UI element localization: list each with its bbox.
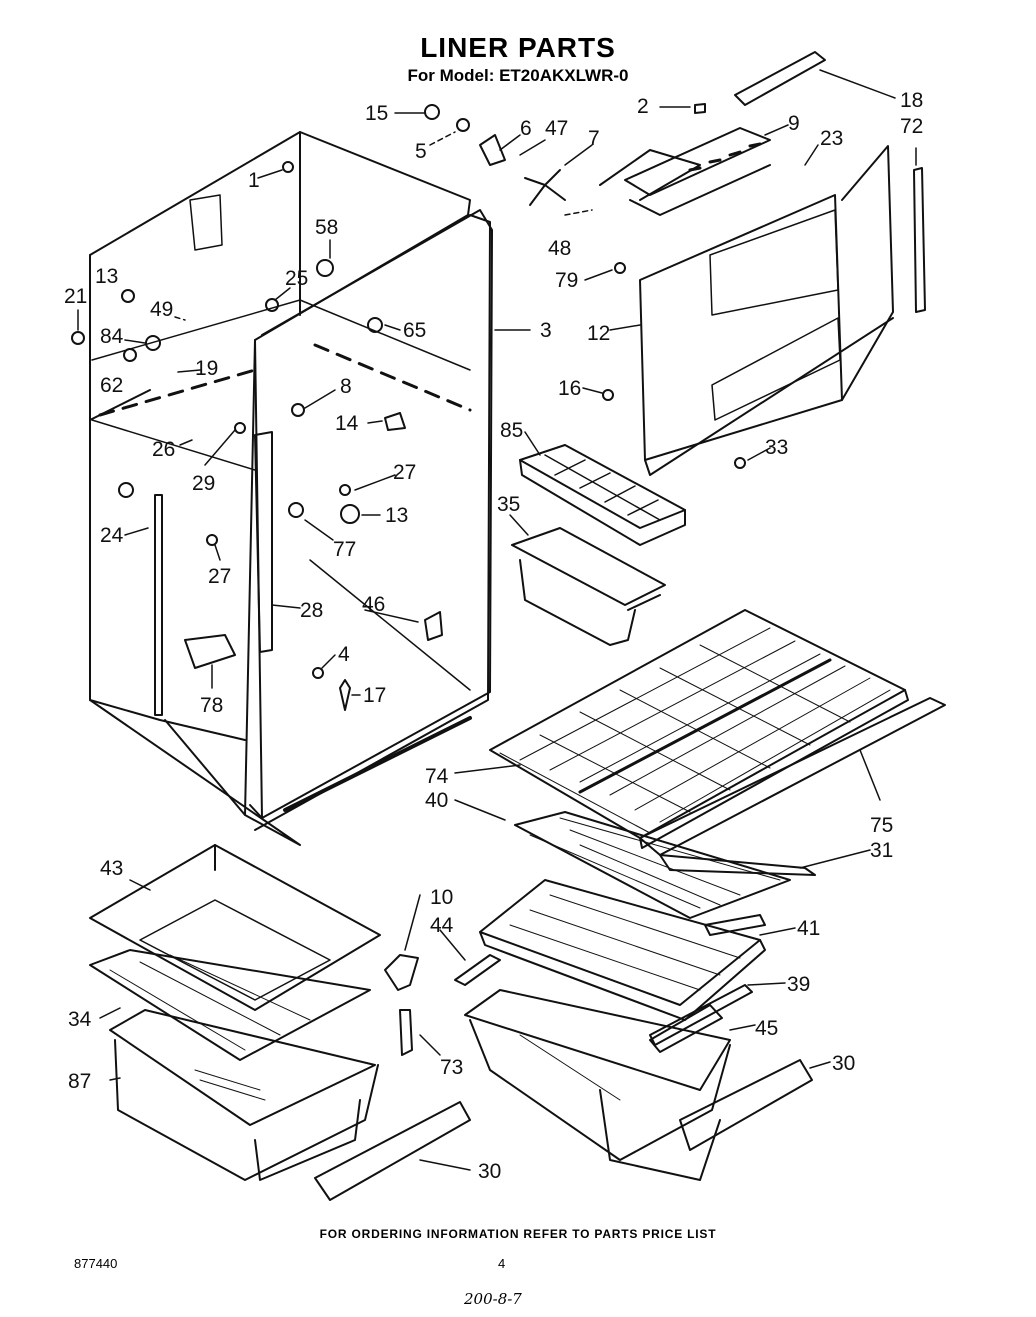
trim-strips [649,854,816,1053]
callout-14: 14 [335,412,359,435]
callout-31: 31 [870,839,893,862]
callout-13-mid: 13 [385,504,408,527]
crisper-trim-right [679,1059,813,1151]
crisper-trim-left [314,1101,471,1201]
callout-65: 65 [403,319,426,342]
callout-3: 3 [540,319,552,342]
callout-58: 58 [315,216,338,239]
callout-40: 40 [425,789,448,812]
callout-47: 47 [545,117,568,140]
callout-39: 39 [787,973,810,996]
callout-16: 16 [558,377,581,400]
callout-30-left: 30 [478,1160,501,1183]
callout-26: 26 [152,438,175,461]
ordering-note: FOR ORDERING INFORMATION REFER TO PARTS … [319,1227,717,1241]
callout-44: 44 [430,914,454,937]
damper-housing [624,127,771,216]
liner-cabinet [89,131,493,846]
callout-1: 1 [248,169,260,192]
callout-34: 34 [68,1008,92,1031]
callout-49: 49 [150,298,173,321]
left-crisper-cover [89,844,381,1011]
ice-bin [511,527,666,646]
model-subtitle: For Model: ET20AKXLWR-0 [407,66,629,85]
callout-21: 21 [64,285,87,308]
callout-48: 48 [548,237,571,260]
callout-79: 79 [555,269,578,292]
callout-74: 74 [425,765,449,788]
page-number: 4 [498,1256,506,1271]
leader-lines [77,69,917,1171]
right-crisper-cover [479,879,766,1021]
callout-25: 25 [285,267,308,290]
callout-35: 35 [497,493,520,516]
shelf-trim [639,697,946,856]
shelf-frame [514,811,791,919]
callout-43: 43 [100,857,123,880]
handwritten-code: 200-8-7 [464,1290,522,1308]
callout-73: 73 [440,1056,463,1079]
callout-62: 62 [100,374,123,397]
callout-72: 72 [900,115,923,138]
callout-87: 87 [68,1070,91,1093]
callout-6: 6 [520,117,532,140]
callout-12: 12 [587,322,610,345]
callout-23: 23 [820,127,843,150]
callout-33: 33 [765,436,788,459]
callout-5: 5 [415,140,427,163]
callout-75: 75 [870,814,893,837]
air-duct-panel [599,145,894,476]
callout-46: 46 [362,593,385,616]
callout-numbers: 15 5 6 47 7 2 9 18 72 23 1 58 25 13 21 4… [64,89,923,1183]
left-crisper-drawer [109,1009,379,1181]
callout-84: 84 [100,325,124,348]
callout-19: 19 [195,357,218,380]
callout-8: 8 [340,375,352,398]
callout-18: 18 [900,89,923,112]
callout-45: 45 [755,1017,778,1040]
callout-27-left: 27 [208,565,231,588]
ice-cube-tray [519,444,686,546]
callout-2: 2 [637,95,649,118]
callout-13-top: 13 [95,265,118,288]
callout-27-right: 27 [393,461,416,484]
callout-41: 41 [797,917,820,940]
callout-10: 10 [430,886,453,909]
callout-77: 77 [333,538,356,561]
callout-7: 7 [588,127,600,150]
callout-15: 15 [365,102,388,125]
callout-29: 29 [192,472,215,495]
callout-30-right: 30 [832,1052,855,1075]
callout-28: 28 [300,599,323,622]
callout-24: 24 [100,524,124,547]
callout-9: 9 [788,112,800,135]
right-crisper-drawer [464,989,731,1181]
hardware-parts [71,51,926,1056]
callout-85: 85 [500,419,523,442]
wire-shelf [489,609,909,849]
page-title: LINER PARTS [420,32,616,63]
document-number: 877440 [74,1256,118,1271]
callout-78: 78 [200,694,223,717]
callout-4: 4 [338,643,350,666]
left-glass-shelf [89,949,371,1061]
callout-17: 17 [363,684,386,707]
